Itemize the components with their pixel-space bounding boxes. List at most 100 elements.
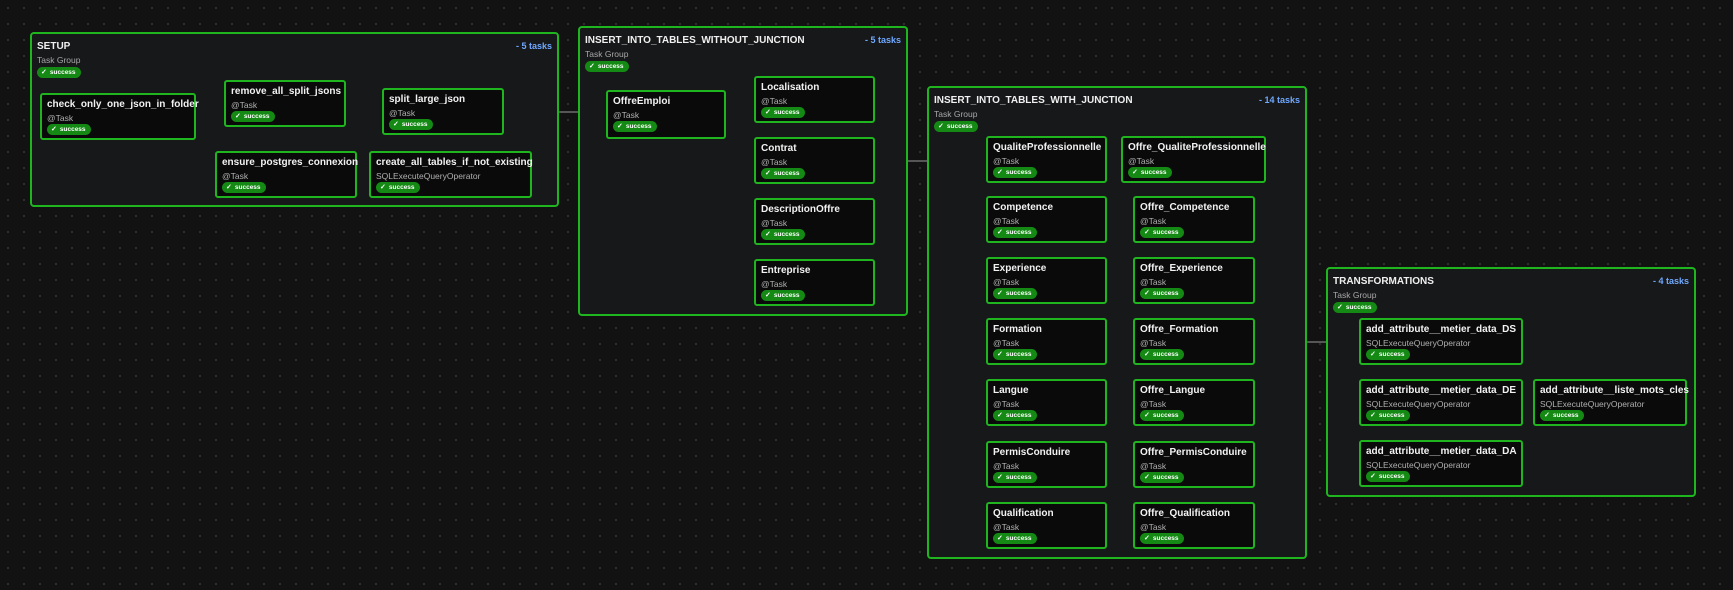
status-label: success xyxy=(1378,473,1405,480)
task-title: Offre_QualiteProfessionnelle xyxy=(1128,142,1266,153)
task-operator: @Task xyxy=(1140,461,1167,471)
check-icon: ✓ xyxy=(41,69,47,76)
status-label: success xyxy=(49,69,76,76)
status-badge: ✓success xyxy=(993,410,1037,421)
task-operator: SQLExecuteQueryOperator xyxy=(1366,460,1471,470)
task-count[interactable]: - 4 tasks xyxy=(1652,276,1689,286)
task-title: Langue xyxy=(993,385,1029,396)
task-count[interactable]: - 14 tasks xyxy=(1258,95,1300,105)
task-title: Offre_Langue xyxy=(1140,385,1206,396)
status-badge: ✓success xyxy=(761,168,805,179)
status-badge: ✓success xyxy=(761,290,805,301)
task-description-offre[interactable]: DescriptionOffre @Task ✓success xyxy=(754,198,875,245)
task-title: split_large_json xyxy=(389,94,466,105)
task-title: Experience xyxy=(993,263,1047,274)
task-add-metier-data-ds[interactable]: add_attribute__metier_data_DS SQLExecute… xyxy=(1359,318,1523,365)
check-icon: ✓ xyxy=(235,113,241,120)
task-title: add_attribute__metier_data_DS xyxy=(1366,324,1517,335)
task-offre-formation[interactable]: Offre_Formation @Task ✓success xyxy=(1133,318,1255,365)
task-title: Offre_PermisConduire xyxy=(1140,447,1247,458)
task-offre-experience[interactable]: Offre_Experience @Task ✓success xyxy=(1133,257,1255,304)
task-title: Formation xyxy=(993,324,1042,335)
task-formation[interactable]: Formation @Task ✓success xyxy=(986,318,1107,365)
check-icon: ✓ xyxy=(1144,474,1150,481)
status-badge: ✓success xyxy=(376,182,420,193)
task-offre-competence[interactable]: Offre_Competence @Task ✓success xyxy=(1133,196,1255,243)
task-operator: @Task xyxy=(1128,156,1155,166)
check-icon: ✓ xyxy=(997,474,1003,481)
task-operator: SQLExecuteQueryOperator xyxy=(1540,399,1645,409)
status-label: success xyxy=(625,123,652,130)
task-langue[interactable]: Langue @Task ✓success xyxy=(986,379,1107,426)
check-icon: ✓ xyxy=(997,351,1003,358)
status-badge: ✓success xyxy=(993,533,1037,544)
check-icon: ✓ xyxy=(1370,351,1376,358)
task-experience[interactable]: Experience @Task ✓success xyxy=(986,257,1107,304)
task-operator: SQLExecuteQueryOperator xyxy=(376,171,481,181)
check-icon: ✓ xyxy=(938,123,944,130)
check-icon: ✓ xyxy=(393,121,399,128)
task-create-all-tables[interactable]: create_all_tables_if_not_existing SQLExe… xyxy=(369,151,533,198)
task-add-metier-data-da[interactable]: add_attribute__metier_data_DA SQLExecute… xyxy=(1359,440,1523,487)
task-offre-qualite-professionnelle[interactable]: Offre_QualiteProfessionnelle @Task ✓succ… xyxy=(1121,136,1266,183)
group-title: INSERT_INTO_TABLES_WITHOUT_JUNCTION xyxy=(585,35,805,46)
status-label: success xyxy=(773,170,800,177)
task-offre-langue[interactable]: Offre_Langue @Task ✓success xyxy=(1133,379,1255,426)
task-count[interactable]: - 5 tasks xyxy=(515,41,552,51)
task-title: check_only_one_json_in_folder xyxy=(47,99,199,110)
status-label: success xyxy=(234,184,261,191)
task-add-metier-data-de[interactable]: add_attribute__metier_data_DE SQLExecute… xyxy=(1359,379,1523,426)
task-offre-permis-conduire[interactable]: Offre_PermisConduire @Task ✓success xyxy=(1133,441,1255,488)
task-operator: @Task xyxy=(993,522,1020,532)
task-split-large-json[interactable]: split_large_json @Task ✓success xyxy=(382,88,504,135)
group-type: Task Group xyxy=(934,109,978,119)
task-qualification[interactable]: Qualification @Task ✓success xyxy=(986,502,1107,549)
task-title: Offre_Formation xyxy=(1140,324,1219,335)
task-offre-qualification[interactable]: Offre_Qualification @Task ✓success xyxy=(1133,502,1255,549)
status-label: success xyxy=(597,63,624,70)
status-badge: ✓success xyxy=(585,61,629,72)
task-count[interactable]: - 5 tasks xyxy=(864,35,901,45)
status-badge: ✓success xyxy=(993,288,1037,299)
task-title: ensure_postgres_connexion xyxy=(222,157,359,168)
task-localisation[interactable]: Localisation @Task ✓success xyxy=(754,76,875,123)
status-badge: ✓success xyxy=(1366,349,1410,360)
status-badge: ✓success xyxy=(1140,410,1184,421)
task-permis-conduire[interactable]: PermisConduire @Task ✓success xyxy=(986,441,1107,488)
check-icon: ✓ xyxy=(51,126,57,133)
task-ensure-postgres-connexion[interactable]: ensure_postgres_connexion @Task ✓success xyxy=(215,151,359,198)
status-badge: ✓success xyxy=(222,182,266,193)
check-icon: ✓ xyxy=(1144,351,1150,358)
task-operator: @Task xyxy=(993,461,1020,471)
task-title: add_attribute__metier_data_DA xyxy=(1366,446,1517,457)
check-icon: ✓ xyxy=(380,184,386,191)
status-label: success xyxy=(401,121,428,128)
check-icon: ✓ xyxy=(1337,304,1343,311)
group-title: SETUP xyxy=(37,41,71,52)
task-contrat[interactable]: Contrat @Task ✓success xyxy=(754,137,875,184)
task-add-liste-mots-cles[interactable]: add_attribute__liste_mots_cles SQLExecut… xyxy=(1533,379,1689,426)
task-operator: @Task xyxy=(993,156,1020,166)
task-title: add_attribute__metier_data_DE xyxy=(1366,385,1517,396)
task-entreprise[interactable]: Entreprise @Task ✓success xyxy=(754,259,875,306)
status-label: success xyxy=(1005,290,1032,297)
check-icon: ✓ xyxy=(1144,229,1150,236)
task-operator: @Task xyxy=(993,399,1020,409)
status-label: success xyxy=(1152,535,1179,542)
task-check-only-one-json[interactable]: check_only_one_json_in_folder @Task ✓suc… xyxy=(40,93,199,140)
task-operator: SQLExecuteQueryOperator xyxy=(1366,399,1471,409)
task-competence[interactable]: Competence @Task ✓success xyxy=(986,196,1107,243)
task-qualite-professionnelle[interactable]: QualiteProfessionnelle @Task ✓success xyxy=(986,136,1107,183)
task-operator: @Task xyxy=(1140,277,1167,287)
task-remove-all-split-jsons[interactable]: remove_all_split_jsons @Task ✓success xyxy=(224,80,346,127)
status-label: success xyxy=(1378,412,1405,419)
task-offre-emploi[interactable]: OffreEmploi @Task ✓success xyxy=(606,90,726,139)
status-label: success xyxy=(243,113,270,120)
task-operator: @Task xyxy=(613,110,640,120)
status-label: success xyxy=(773,231,800,238)
status-badge: ✓success xyxy=(389,119,433,130)
group-title: INSERT_INTO_TABLES_WITH_JUNCTION xyxy=(934,95,1133,106)
status-label: success xyxy=(1005,535,1032,542)
status-badge: ✓success xyxy=(761,229,805,240)
task-title: Offre_Qualification xyxy=(1140,508,1231,519)
